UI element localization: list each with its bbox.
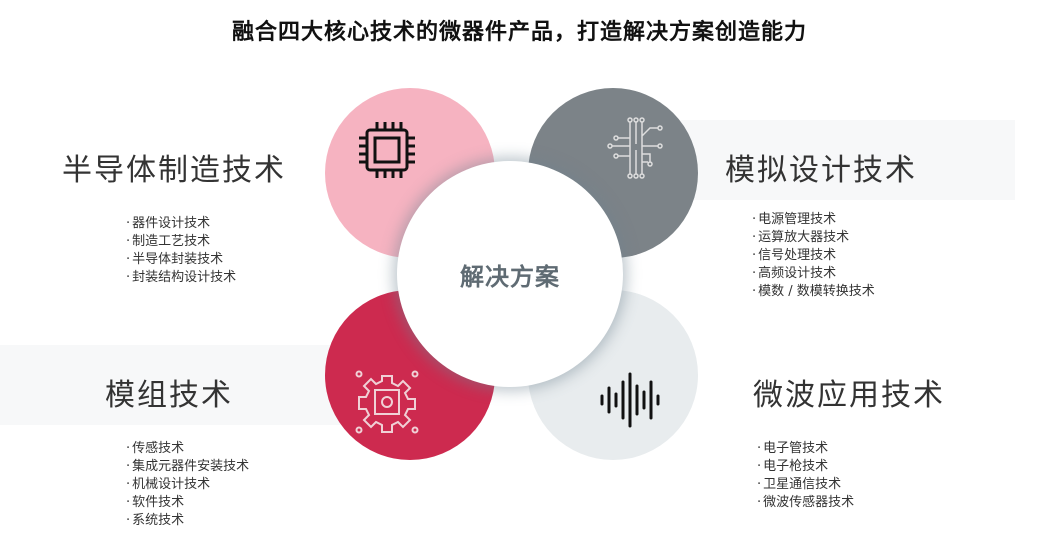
- list-item: 微波传感器技术: [757, 494, 854, 512]
- microwave-heading: 微波应用技术: [753, 378, 945, 413]
- list-item: 信号处理技术: [752, 247, 875, 265]
- list-item: 半导体封装技术: [126, 251, 236, 269]
- circuit-icon: [607, 117, 663, 179]
- list-item: 运算放大器技术: [752, 229, 875, 247]
- analog-heading-band: [640, 120, 1015, 200]
- list-item: 制造工艺技术: [126, 233, 236, 251]
- list-item: 封装结构设计技术: [126, 269, 236, 287]
- semiconductor-heading: 半导体制造技术: [62, 153, 286, 188]
- gear-chip-icon: [355, 370, 419, 434]
- list-item: 软件技术: [126, 494, 249, 512]
- semiconductor-list: 器件设计技术 制造工艺技术 半导体封装技术 封装结构设计技术: [126, 215, 236, 287]
- center-label: 解决方案: [460, 262, 560, 291]
- list-item: 电源管理技术: [752, 211, 875, 229]
- cpu-chip-icon: [359, 122, 415, 178]
- analog-heading: 模拟设计技术: [725, 153, 917, 188]
- list-item: 机械设计技术: [126, 476, 249, 494]
- list-item: 系统技术: [126, 512, 249, 530]
- list-item: 集成元器件安装技术: [126, 458, 249, 476]
- list-item: 高频设计技术: [752, 265, 875, 283]
- page-title: 融合四大核心技术的微器件产品，打造解决方案创造能力: [231, 20, 807, 45]
- list-item: 传感技术: [126, 440, 249, 458]
- microwave-list: 电子管技术 电子枪技术 卫星通信技术 微波传感器技术: [757, 440, 854, 512]
- sound-wave-icon: [600, 372, 660, 428]
- module-list: 传感技术 集成元器件安装技术 机械设计技术 软件技术 系统技术: [126, 440, 249, 530]
- list-item: 卫星通信技术: [757, 476, 854, 494]
- list-item: 电子枪技术: [757, 458, 854, 476]
- list-item: 器件设计技术: [126, 215, 236, 233]
- list-item: 电子管技术: [757, 440, 854, 458]
- solution-circle: 解决方案: [397, 161, 623, 387]
- analog-list: 电源管理技术 运算放大器技术 信号处理技术 高频设计技术 模数 / 数模转换技术: [752, 211, 875, 301]
- module-heading: 模组技术: [105, 378, 233, 413]
- list-item: 模数 / 数模转换技术: [752, 283, 875, 301]
